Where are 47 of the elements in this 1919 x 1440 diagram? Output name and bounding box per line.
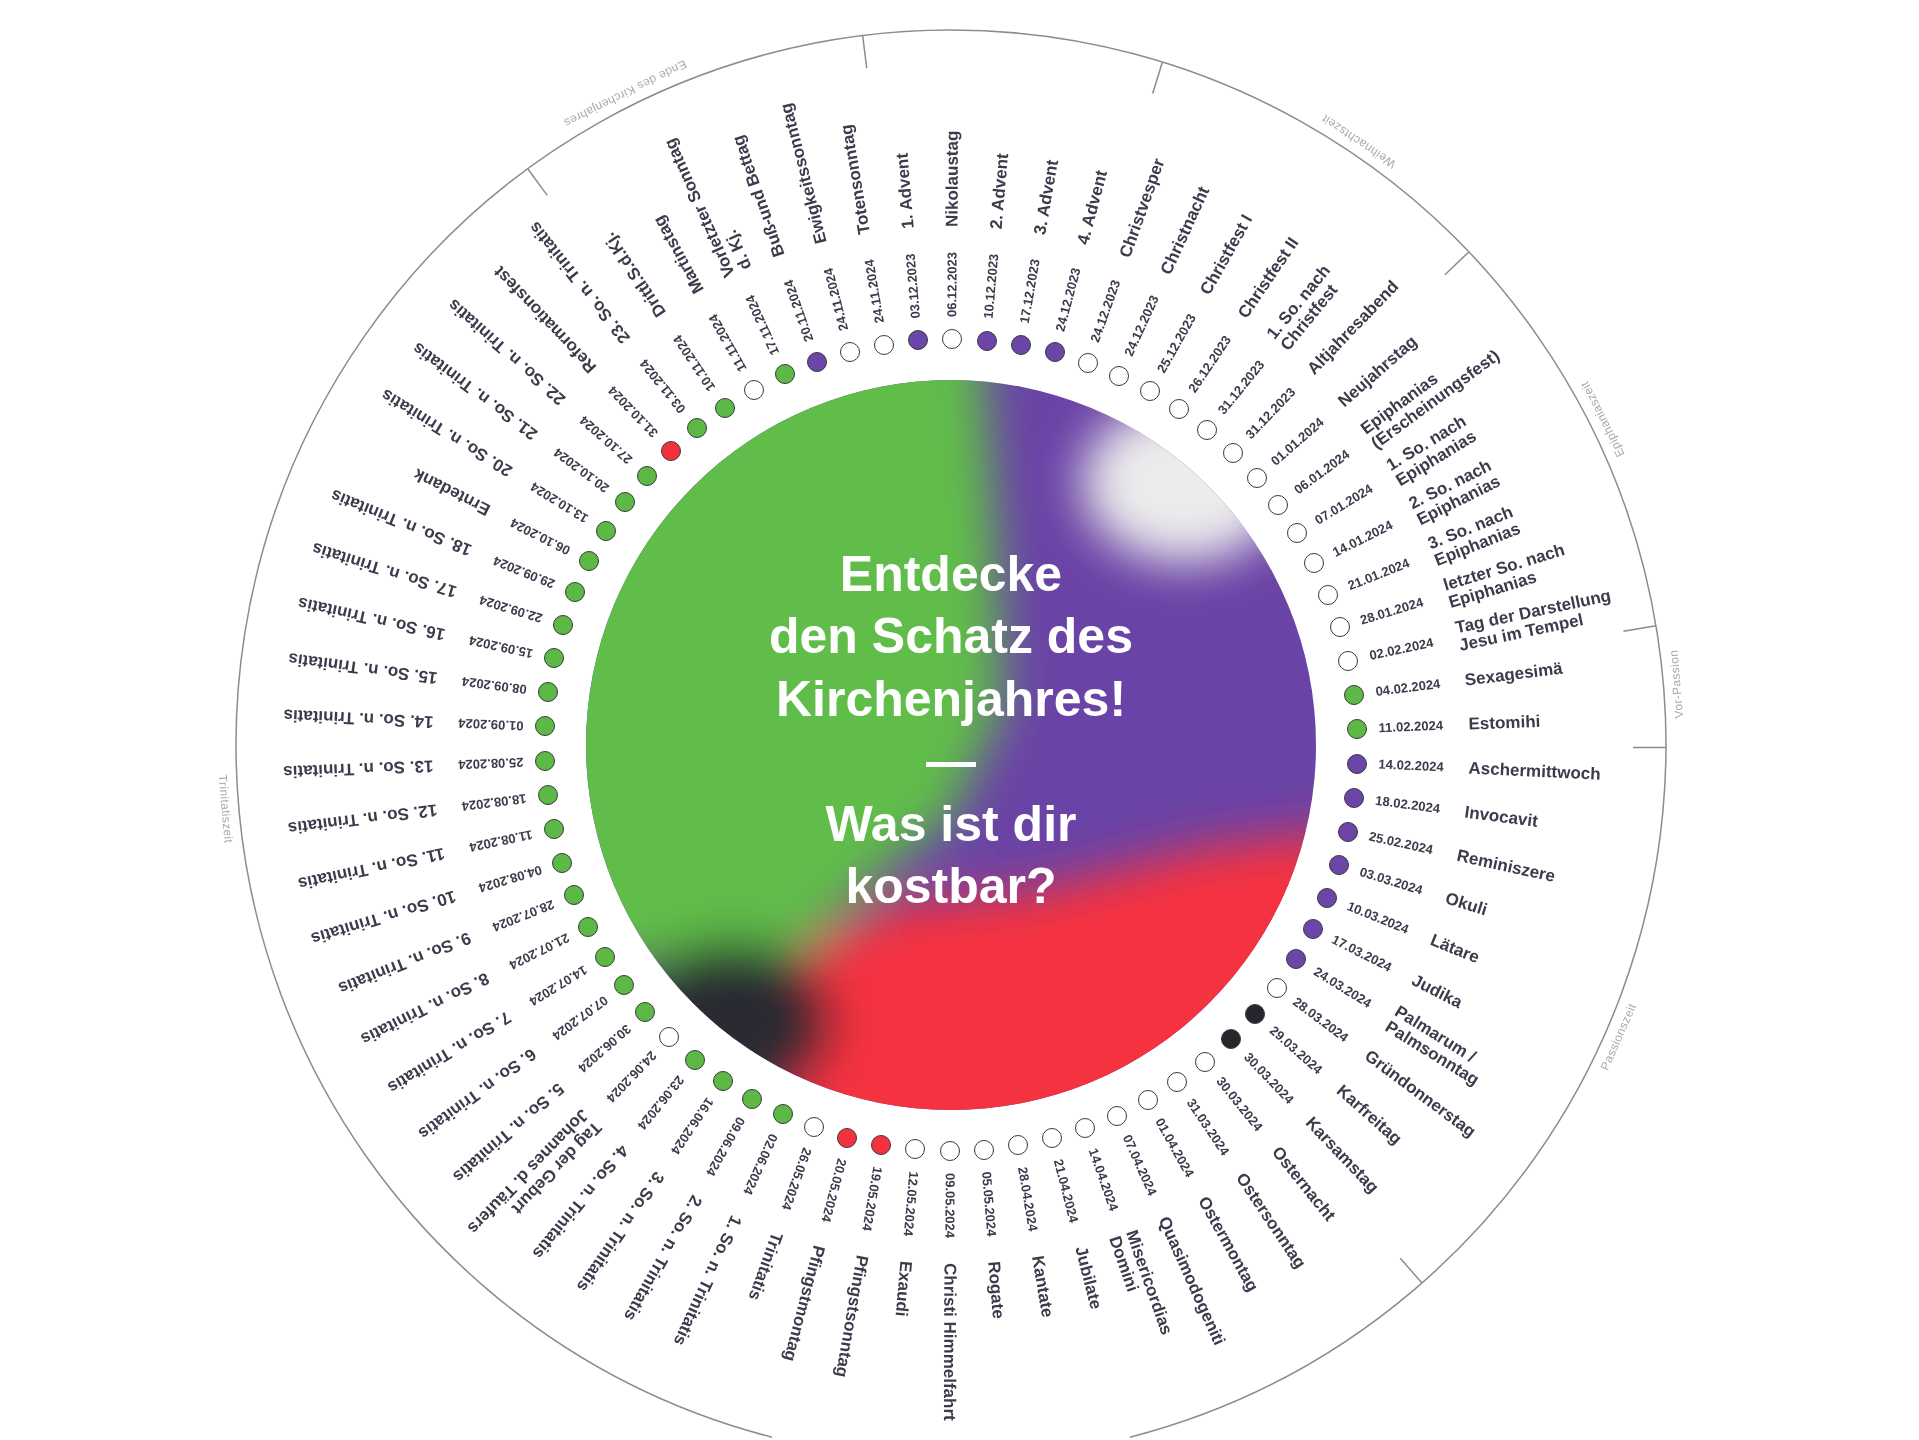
date-text: 02.02.2024 xyxy=(1368,635,1435,664)
date-text: 01.09.2024 xyxy=(458,715,524,733)
date-text: 06.12.2023 xyxy=(945,251,960,318)
season-label: Vor-Passion xyxy=(1668,649,1687,719)
feast-name: 3. Advent xyxy=(1031,158,1063,237)
date-text: 08.09.2024 xyxy=(461,673,528,697)
question-text: Was ist dir kostbar? xyxy=(825,794,1077,916)
date-text: 24.11.2024 xyxy=(862,258,888,325)
feast-name: Jubilate xyxy=(1070,1244,1105,1312)
date-text: 03.12.2023 xyxy=(903,253,924,319)
date-text: 19.05.2024 xyxy=(859,1165,885,1232)
feast-name: Christi Himmelfahrt xyxy=(939,1262,959,1421)
date-text: 18.08.2024 xyxy=(460,790,528,814)
date-text: 18.02.2024 xyxy=(1374,793,1441,817)
feast-name: Estomihi xyxy=(1468,712,1541,734)
feast-name: Totensonntag xyxy=(837,123,875,236)
feast-name: Rogate xyxy=(984,1260,1007,1320)
feast-name: Kantate xyxy=(1027,1254,1057,1319)
feast-name: 12. So. n. Trinitatis xyxy=(286,799,439,837)
date-text: 25.02.2024 xyxy=(1367,829,1435,858)
season-label: Trinitatiszeit xyxy=(215,773,235,844)
date-text: 04.02.2024 xyxy=(1374,676,1442,700)
feast-name: 4. Advent xyxy=(1074,168,1112,247)
date-text: 10.12.2023 xyxy=(981,253,1002,320)
feast-name: 2. Advent xyxy=(987,152,1013,230)
feast-name: Invocavit xyxy=(1463,803,1539,832)
feast-name: Sexagesimä xyxy=(1463,659,1564,691)
date-text: 25.08.2024 xyxy=(458,754,524,772)
feast-name: Nikolaustag xyxy=(943,130,963,228)
date-text: 09.05.2024 xyxy=(942,1172,957,1239)
date-text: 11.08.2024 xyxy=(467,826,534,855)
feast-name: Exaudi xyxy=(891,1260,915,1318)
date-text: 14.02.2024 xyxy=(1378,757,1444,775)
feast-name: 15. So. n. Trinitatis xyxy=(287,648,439,687)
feast-name: 1. Advent xyxy=(893,152,918,230)
date-text: 11.02.2024 xyxy=(1378,718,1444,736)
feast-name: 14. So. n. Trinitatis xyxy=(283,705,434,731)
feast-name: Aschermittwoch xyxy=(1468,759,1601,784)
date-text: 15.09.2024 xyxy=(467,632,535,661)
date-text: 28.04.2024 xyxy=(1014,1165,1040,1233)
feast-name: 13. So. n. Trinitatis xyxy=(282,756,434,781)
date-text: 05.05.2024 xyxy=(978,1171,999,1237)
feast-name: 11. So. n. Trinitatis xyxy=(296,843,447,893)
date-text: 12.05.2024 xyxy=(900,1170,921,1237)
feast-name: Okuli xyxy=(1443,889,1490,920)
date-text: 17.12.2023 xyxy=(1017,258,1043,325)
dash-separator: — xyxy=(926,732,976,791)
